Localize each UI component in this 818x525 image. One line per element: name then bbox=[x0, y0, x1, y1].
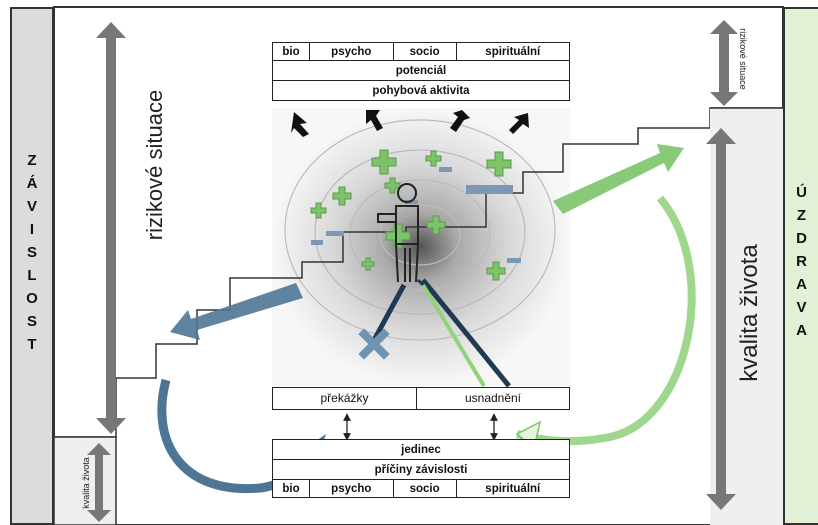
person-figure bbox=[377, 183, 419, 283]
staircase-line bbox=[54, 107, 783, 438]
green-up-arrow bbox=[553, 144, 684, 214]
letter: Á bbox=[26, 175, 38, 192]
letter: A bbox=[796, 322, 807, 339]
bottom-box-cell: psycho bbox=[308, 479, 394, 498]
letter: I bbox=[29, 221, 35, 238]
letter: V bbox=[26, 198, 37, 215]
addiction-letters: Z Á V I S L O S T bbox=[12, 149, 52, 356]
letter: S bbox=[26, 313, 37, 330]
bottom-box-cell: socio bbox=[392, 479, 457, 498]
physical-activity-row: pohybová aktivita bbox=[272, 80, 570, 101]
top-box-cell: socio bbox=[392, 42, 457, 61]
swirl-lines bbox=[284, 119, 556, 341]
letter: Z bbox=[796, 207, 807, 224]
letter: Z bbox=[27, 152, 37, 169]
individual-row: jedinec bbox=[272, 439, 570, 460]
addiction-panel: Z Á V I S L O S T bbox=[10, 7, 54, 525]
recovery-letters: Ú Z D R A V A bbox=[785, 181, 818, 342]
plus-minus-symbols bbox=[310, 149, 521, 281]
quality-of-life-label-small: kvalita života bbox=[81, 457, 91, 509]
quality-of-life-label-large: kvalita života bbox=[736, 244, 763, 382]
black-down-arrows bbox=[291, 110, 529, 137]
bottom-box-cell: spirituální bbox=[455, 479, 571, 498]
letter: T bbox=[27, 336, 37, 353]
letter: S bbox=[26, 244, 37, 261]
risk-situations-label-small: rizikové situace bbox=[738, 28, 748, 90]
top-box-cell: spirituální bbox=[455, 42, 571, 61]
blue-down-arrow bbox=[170, 283, 303, 340]
letter: R bbox=[796, 253, 807, 270]
top-box: bio psycho socio spirituální potenciál p… bbox=[272, 42, 571, 101]
letter: O bbox=[26, 290, 38, 307]
bottom-box-cell: bio bbox=[272, 479, 310, 498]
facilitation-label: usnadnění bbox=[416, 387, 570, 410]
letter: L bbox=[27, 267, 37, 284]
obstacles-label: překážky bbox=[272, 387, 417, 410]
causes-row: příčiny závislosti bbox=[272, 459, 570, 480]
potential-row: potenciál bbox=[272, 60, 570, 81]
top-box-cell: psycho bbox=[308, 42, 394, 61]
letter: A bbox=[796, 276, 807, 293]
gray-double-arrows bbox=[87, 20, 738, 522]
risk-situations-label-large: rizikové situace bbox=[142, 89, 167, 241]
obstacle-lines bbox=[358, 278, 511, 388]
letter: V bbox=[796, 299, 807, 316]
letter: Ú bbox=[796, 184, 807, 201]
letter: D bbox=[796, 230, 807, 247]
top-box-cell: bio bbox=[272, 42, 310, 61]
bottom-box: jedinec příčiny závislosti bio psycho so… bbox=[272, 439, 571, 498]
